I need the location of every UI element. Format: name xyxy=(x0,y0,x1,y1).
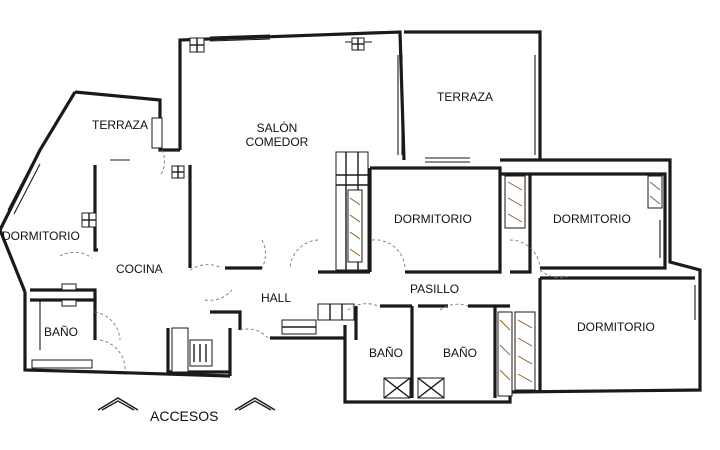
room-label-terraza-right: TERRAZA xyxy=(437,90,494,104)
room-label-pasillo: PASILLO xyxy=(410,282,460,296)
door-swings xyxy=(59,149,571,373)
room-label-bano-center-2: BAÑO xyxy=(443,346,478,360)
columns xyxy=(81,37,365,228)
room-label-cocina: COCINA xyxy=(116,262,163,276)
room-label-salon: SALÓN COMEDOR xyxy=(238,121,316,149)
room-label-salon-line1: SALÓN xyxy=(256,121,298,135)
access-arrows xyxy=(97,397,276,411)
windows xyxy=(7,34,696,350)
room-label-dormitorio-right-top: DORMITORIO xyxy=(553,212,631,226)
room-label-hall: HALL xyxy=(261,291,292,305)
room-label-bano-left: BAÑO xyxy=(44,325,79,339)
room-label-dormitorio-center: DORMITORIO xyxy=(394,212,472,226)
kitchen-fixtures xyxy=(171,303,355,373)
room-label-terraza-left: TERRAZA xyxy=(92,118,149,132)
room-label-salon-line2: COMEDOR xyxy=(245,135,309,149)
room-label-dormitorio-right-bottom: DORMITORIO xyxy=(577,320,655,334)
room-label-bano-center-1: BAÑO xyxy=(369,346,404,360)
bathroom-fixtures xyxy=(31,283,445,399)
room-label-dormitorio-left: DORMITORIO xyxy=(2,229,80,243)
interior-walls xyxy=(30,165,695,398)
wardrobes xyxy=(347,175,663,397)
accesos-label: ACCESOS xyxy=(150,408,219,424)
